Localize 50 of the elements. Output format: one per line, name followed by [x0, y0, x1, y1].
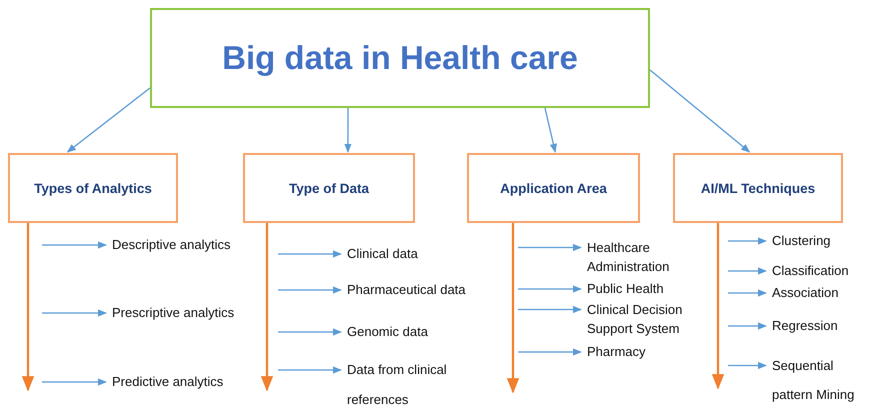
arrow [42, 309, 107, 317]
arrow [344, 108, 352, 153]
item-text: Classification [772, 262, 850, 280]
vertical-arrow [506, 223, 520, 394]
arrow [650, 70, 750, 153]
item-text: Clustering [772, 232, 832, 250]
category-box [673, 153, 843, 223]
item-text: Data from clinical references [347, 361, 448, 409]
category-box [8, 153, 178, 223]
category-label: Type of Data [288, 180, 369, 196]
title-text: Big data in Health care [222, 39, 578, 77]
item-text: Sequential pattern Mining [772, 357, 856, 404]
item-text: Association [772, 284, 840, 302]
item-text: Clinical Decision Support System [587, 301, 684, 338]
arrow [518, 348, 582, 356]
vertical-arrow [260, 223, 274, 392]
item-text: Genomic data [347, 323, 429, 341]
title-box [150, 8, 650, 108]
vertical-arrow [712, 223, 724, 390]
category-label: Application Area [500, 180, 607, 196]
category-label: Types of Analytics [34, 180, 152, 196]
item-text: Public Health [587, 280, 665, 298]
arrow [42, 241, 107, 249]
category-box [243, 153, 415, 223]
category-label: AI/ML Techniques [700, 180, 816, 196]
item-text: Clinical data [347, 245, 419, 263]
arrow [518, 244, 582, 252]
arrow [42, 378, 107, 386]
arrow [518, 306, 582, 314]
arrow [728, 322, 767, 330]
item-text: Descriptive analytics [112, 236, 232, 254]
item-text: Healthcare Administration [587, 239, 670, 276]
arrow [544, 108, 557, 153]
item-text: Predictive analytics [112, 373, 224, 391]
arrow [518, 285, 582, 293]
item-text: Pharmacy [587, 343, 647, 361]
item-text: Prescriptive analytics [112, 304, 236, 322]
arrow [728, 362, 767, 370]
arrow [728, 289, 767, 297]
arrow [278, 286, 342, 294]
arrow [66, 87, 150, 153]
vertical-arrow [22, 223, 34, 392]
category-box [467, 153, 640, 223]
item-text: Pharmaceutical data [347, 281, 467, 299]
arrow [728, 237, 767, 245]
item-text: Regression [772, 317, 839, 335]
arrow [278, 250, 342, 258]
arrow [728, 267, 767, 275]
arrow [278, 328, 342, 336]
arrow [278, 366, 342, 374]
